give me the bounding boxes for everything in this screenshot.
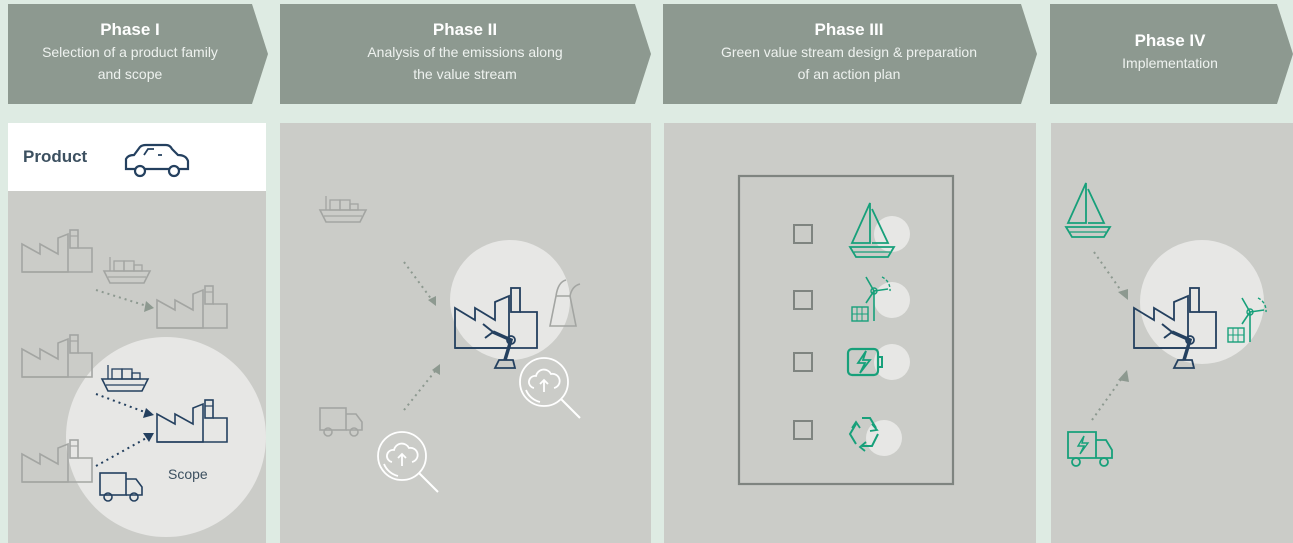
- power-plant-icon: [549, 279, 581, 327]
- phase-1-header: Phase I Selection of a product family an…: [8, 0, 252, 104]
- phase-2-chevron: [280, 4, 651, 104]
- phase-2-subtitle-line1: Analysis of the emissions along: [367, 44, 563, 60]
- magnifier-cloud-icon: [377, 431, 439, 493]
- phase-3-subtitle-line1: Green value stream design & preparation: [720, 44, 978, 60]
- product-label: Product: [23, 147, 88, 166]
- ship-icon: [103, 256, 151, 284]
- electric-truck-icon: [1067, 431, 1113, 459]
- flow-arrow: [403, 369, 437, 411]
- phase-3-header: Phase III Green value stream design & pr…: [663, 0, 1035, 104]
- phase-headers-background: [8, 4, 1293, 104]
- factory-icon: [21, 229, 93, 273]
- checklist: [793, 202, 910, 456]
- phase-1-subtitle-line1: Selection of a product family: [42, 44, 218, 60]
- phase-3-chevron: [663, 4, 1037, 104]
- phase-2-header: Phase II Analysis of the emissions along…: [280, 0, 650, 104]
- phase-2-title: Phase II: [432, 20, 498, 39]
- factory-icon: [21, 334, 93, 378]
- battery-charge-icon: [846, 347, 884, 377]
- phase-3-subtitle-line2: of an action plan: [797, 66, 901, 82]
- flow-arrow: [95, 289, 151, 308]
- flow-arrow: [1093, 251, 1123, 293]
- factory-icon: [156, 285, 228, 329]
- phase-1-subtitle-line2: and scope: [97, 66, 163, 82]
- scope-circle: [66, 337, 266, 537]
- phase-2-subtitle-line2: the value stream: [413, 66, 517, 82]
- checkbox: [793, 420, 813, 440]
- truck-icon: [319, 407, 363, 437]
- phase-4-chevron: [1050, 4, 1293, 104]
- flow-arrow: [403, 261, 433, 301]
- icon-highlight: [874, 282, 910, 318]
- phase-4-title: Phase IV: [1134, 31, 1206, 50]
- phase-1-title: Phase I: [100, 20, 160, 39]
- action-plan-board: [737, 174, 955, 486]
- phase-4-header: Phase IV Implementation: [1050, 0, 1290, 104]
- car-icon: [124, 143, 190, 178]
- checkbox: [793, 352, 813, 372]
- icon-highlight: [874, 344, 910, 380]
- flow-arrow: [1091, 377, 1123, 421]
- flow-arrow: [95, 435, 151, 467]
- product-box: Product: [8, 123, 266, 191]
- ship-icon: [319, 195, 367, 223]
- checkbox: [793, 290, 813, 310]
- phase-1-chevron: [8, 4, 268, 104]
- scope-label: Scope: [168, 466, 208, 482]
- phase-4-subtitle-line1: Implementation: [1122, 55, 1218, 71]
- magnifier-cloud-icon: [519, 357, 581, 419]
- highlight-circle: [450, 240, 570, 360]
- phase-3-title: Phase III: [814, 20, 884, 39]
- checkbox: [793, 224, 813, 244]
- sailboat-icon: [1065, 182, 1111, 238]
- highlight-circle: [1140, 240, 1264, 364]
- icon-highlight: [866, 420, 902, 456]
- phase-3-panel: [664, 123, 1036, 543]
